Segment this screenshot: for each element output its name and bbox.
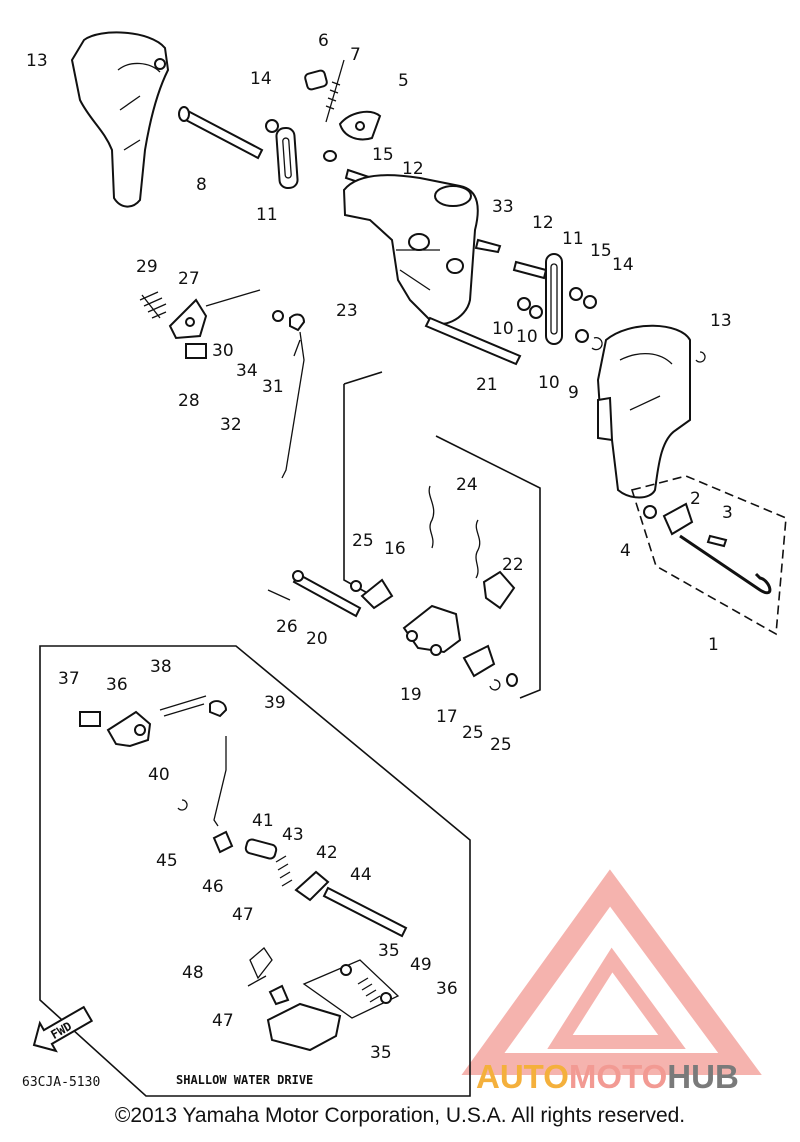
watermark-word-hub: HUB [667, 1058, 739, 1095]
callout-8: 8 [196, 175, 207, 195]
shallow-water-frame [39, 645, 471, 1097]
callout-46: 45 [156, 851, 178, 871]
callout-27: 27 [178, 269, 200, 289]
callout-12b: 12 [532, 213, 554, 233]
parts-diagram: 13 6 7 14 5 15 12 8 11 33 12 11 15 14 29… [22, 31, 787, 1097]
callout-5: 5 [398, 71, 409, 91]
callout-47b: 47 [232, 905, 254, 925]
callout-47a: 46 [202, 877, 224, 897]
spring-7 [325, 59, 345, 123]
callout-36a: 35 [378, 941, 400, 961]
callout-40: 39 [264, 693, 286, 713]
plate-11b [545, 253, 563, 345]
callout-37: 36 [106, 675, 128, 695]
section-label: SHALLOW WATER DRIVE [176, 1073, 313, 1087]
callout-28: 28 [178, 391, 200, 411]
callout-22: 23 [336, 301, 358, 321]
callout-18: 19 [400, 685, 422, 705]
callout-3: 3 [722, 503, 733, 523]
callout-12: 12 [402, 159, 424, 179]
callout-47c: 47 [212, 1011, 234, 1031]
callout-11: 11 [256, 205, 278, 225]
callout-38: 37 [58, 669, 80, 689]
plate-11 [275, 126, 299, 190]
callout-48: 48 [182, 963, 204, 983]
callout-44: 43 [282, 825, 304, 845]
watermark-logo [461, 869, 762, 1075]
left-subassembly [139, 289, 306, 479]
callout-13: 13 [26, 51, 48, 71]
callout-9: 9 [568, 383, 579, 403]
spring-24b [475, 519, 481, 579]
callout-14: 14 [250, 69, 272, 89]
forward-arrow: FWD [32, 1005, 94, 1053]
callout-49: 49 [410, 955, 432, 975]
callout-19: 20 [306, 629, 328, 649]
watermark-text: AUTOMOTOHUB [476, 1058, 739, 1095]
bracket-1-group [630, 475, 787, 636]
callout-25: 25 [352, 531, 374, 551]
callout-31: 31 [262, 377, 284, 397]
callout-42: 41 [252, 811, 274, 831]
drawing-code: 63CJA-5130 [22, 1075, 100, 1090]
rod-8 [180, 108, 264, 160]
callout-26: 26 [276, 617, 298, 637]
callout-7: 7 [350, 45, 361, 65]
copyright-notice: ©2013 Yamaha Motor Corporation, U.S.A. A… [114, 1104, 686, 1127]
callout-1: 1 [708, 635, 719, 655]
callout-10b: 10 [516, 327, 538, 347]
left-clamp-bracket [70, 31, 170, 208]
spring-24a [428, 485, 435, 549]
callout-30: 30 [212, 341, 234, 361]
callout-4: 4 [620, 541, 631, 561]
part-6 [304, 69, 328, 91]
callout-6: 6 [318, 31, 329, 51]
callout-34: 34 [236, 361, 258, 381]
top-assembly [70, 31, 706, 499]
callout-13b: 13 [710, 311, 732, 331]
callout-45: 44 [350, 865, 372, 885]
callout-41: 40 [148, 765, 170, 785]
right-clamp-bracket [596, 324, 691, 499]
callout-2: 2 [690, 489, 701, 509]
callout-11b: 11 [562, 229, 584, 249]
callout-33: 32 [220, 415, 242, 435]
callout-32: 33 [492, 197, 514, 217]
callout-10c: 10 [538, 373, 560, 393]
svg-text:AUTOMOTOHUB: AUTOMOTOHUB [476, 1058, 739, 1095]
callout-39: 38 [150, 657, 172, 677]
callout-14b: 14 [612, 255, 634, 275]
callout-29: 29 [136, 257, 158, 277]
callout-23: 25 [462, 723, 484, 743]
callout-36b: 36 [436, 979, 458, 999]
callout-labels: 13 6 7 14 5 15 12 8 11 33 12 11 15 14 29… [26, 31, 733, 1063]
callout-43: 42 [316, 843, 338, 863]
callout-35: 35 [370, 1043, 392, 1063]
callout-21: 22 [502, 555, 524, 575]
callout-15: 15 [372, 145, 394, 165]
callout-16: 16 [384, 539, 406, 559]
callout-15b: 15 [590, 241, 612, 261]
watermark-word-auto: AUTO [476, 1058, 569, 1095]
callout-25b: 25 [490, 735, 512, 755]
callout-17: 17 [436, 707, 458, 727]
callout-10a: 10 [492, 319, 514, 339]
callout-20: 21 [476, 375, 498, 395]
middle-linkage [267, 371, 541, 699]
callout-24: 24 [456, 475, 478, 495]
watermark-word-moto: MOTO [569, 1058, 667, 1095]
